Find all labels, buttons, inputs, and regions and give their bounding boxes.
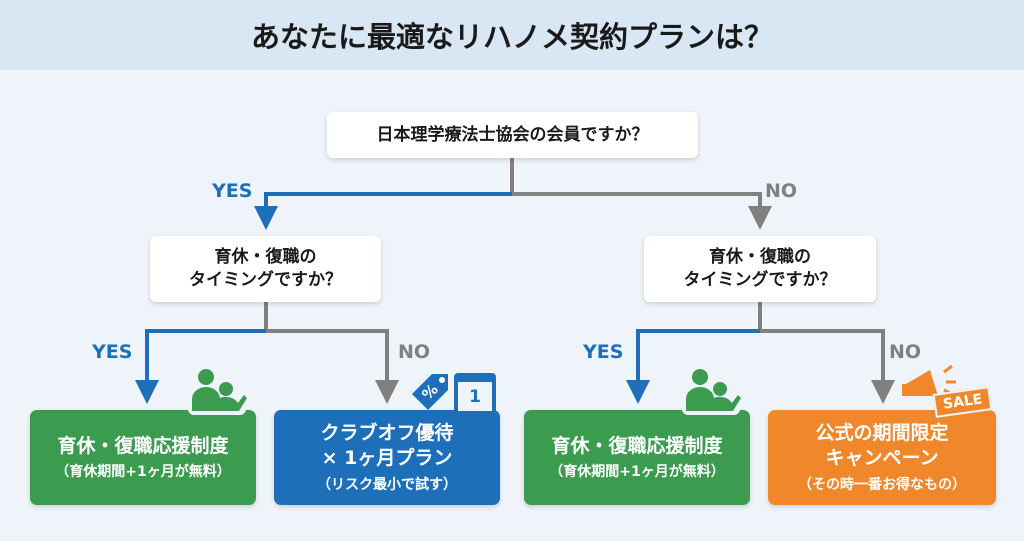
- question-text: 育休・復職の: [709, 247, 811, 268]
- no-label-member: NO: [765, 180, 798, 202]
- plan-title: クラブオフ優待: [320, 422, 454, 445]
- calendar-day: 1: [469, 386, 481, 407]
- plan-note: （育休期間+1ヶ月が無料）: [55, 464, 231, 481]
- page-title: あなたに最適なリハノメ契約プランは？: [250, 20, 773, 54]
- connector-q2-left: [135, 302, 399, 404]
- plan-note: （リスク最小で試す）: [317, 476, 457, 493]
- question-text: 育休・復職の: [214, 247, 317, 268]
- question-leave-left: 育休・復職の タイミングですか？: [150, 236, 381, 302]
- title-bar: あなたに最適なリハノメ契約プランは？: [0, 0, 1024, 70]
- plan-title: 育休・復職応援制度: [551, 434, 723, 457]
- question-member-text: 日本理学療法士協会の会員ですか？: [376, 124, 649, 145]
- plan-club-off: クラブオフ優待 × 1ヶ月プラン （リスク最小で試す）: [274, 410, 500, 505]
- connector-q2-right: [626, 302, 895, 404]
- connector-q1: [254, 158, 772, 230]
- yes-label-member: YES: [212, 180, 253, 202]
- question-text: タイミングですか？: [683, 270, 837, 290]
- plan-title: 公式の期間限定: [815, 422, 949, 445]
- sale-badge-text: SALE: [942, 391, 984, 413]
- plan-leave-support-member: 育休・復職応援制度 （育休期間+1ヶ月が無料）: [30, 410, 256, 505]
- parent-child-icon: [682, 367, 741, 415]
- no-label-left: NO: [398, 341, 431, 363]
- yes-label-right: YES: [583, 341, 624, 363]
- plan-title: 育休・復職応援制度: [57, 434, 229, 457]
- plan-title: キャンペーン: [825, 447, 939, 469]
- question-leave-right: 育休・復職の タイミングですか？: [644, 236, 876, 302]
- parent-child-icon: [188, 367, 247, 415]
- calendar-icon: 1: [454, 373, 496, 415]
- yes-label-left: YES: [92, 341, 133, 363]
- no-label-right: NO: [889, 341, 922, 363]
- plan-leave-support-nonmember: 育休・復職応援制度 （育休期間+1ヶ月が無料）: [524, 410, 750, 505]
- discount-tag-icon: %: [412, 374, 448, 410]
- question-text: タイミングですか？: [189, 270, 342, 290]
- question-member: 日本理学療法士協会の会員ですか？: [327, 112, 698, 158]
- plan-note: （その時一番お得なもの）: [798, 476, 966, 493]
- plan-note: （育休期間+1ヶ月が無料）: [549, 464, 725, 481]
- plan-title: × 1ヶ月プラン: [321, 447, 453, 469]
- plan-campaign: 公式の期間限定 キャンペーン （その時一番お得なもの）: [768, 410, 996, 505]
